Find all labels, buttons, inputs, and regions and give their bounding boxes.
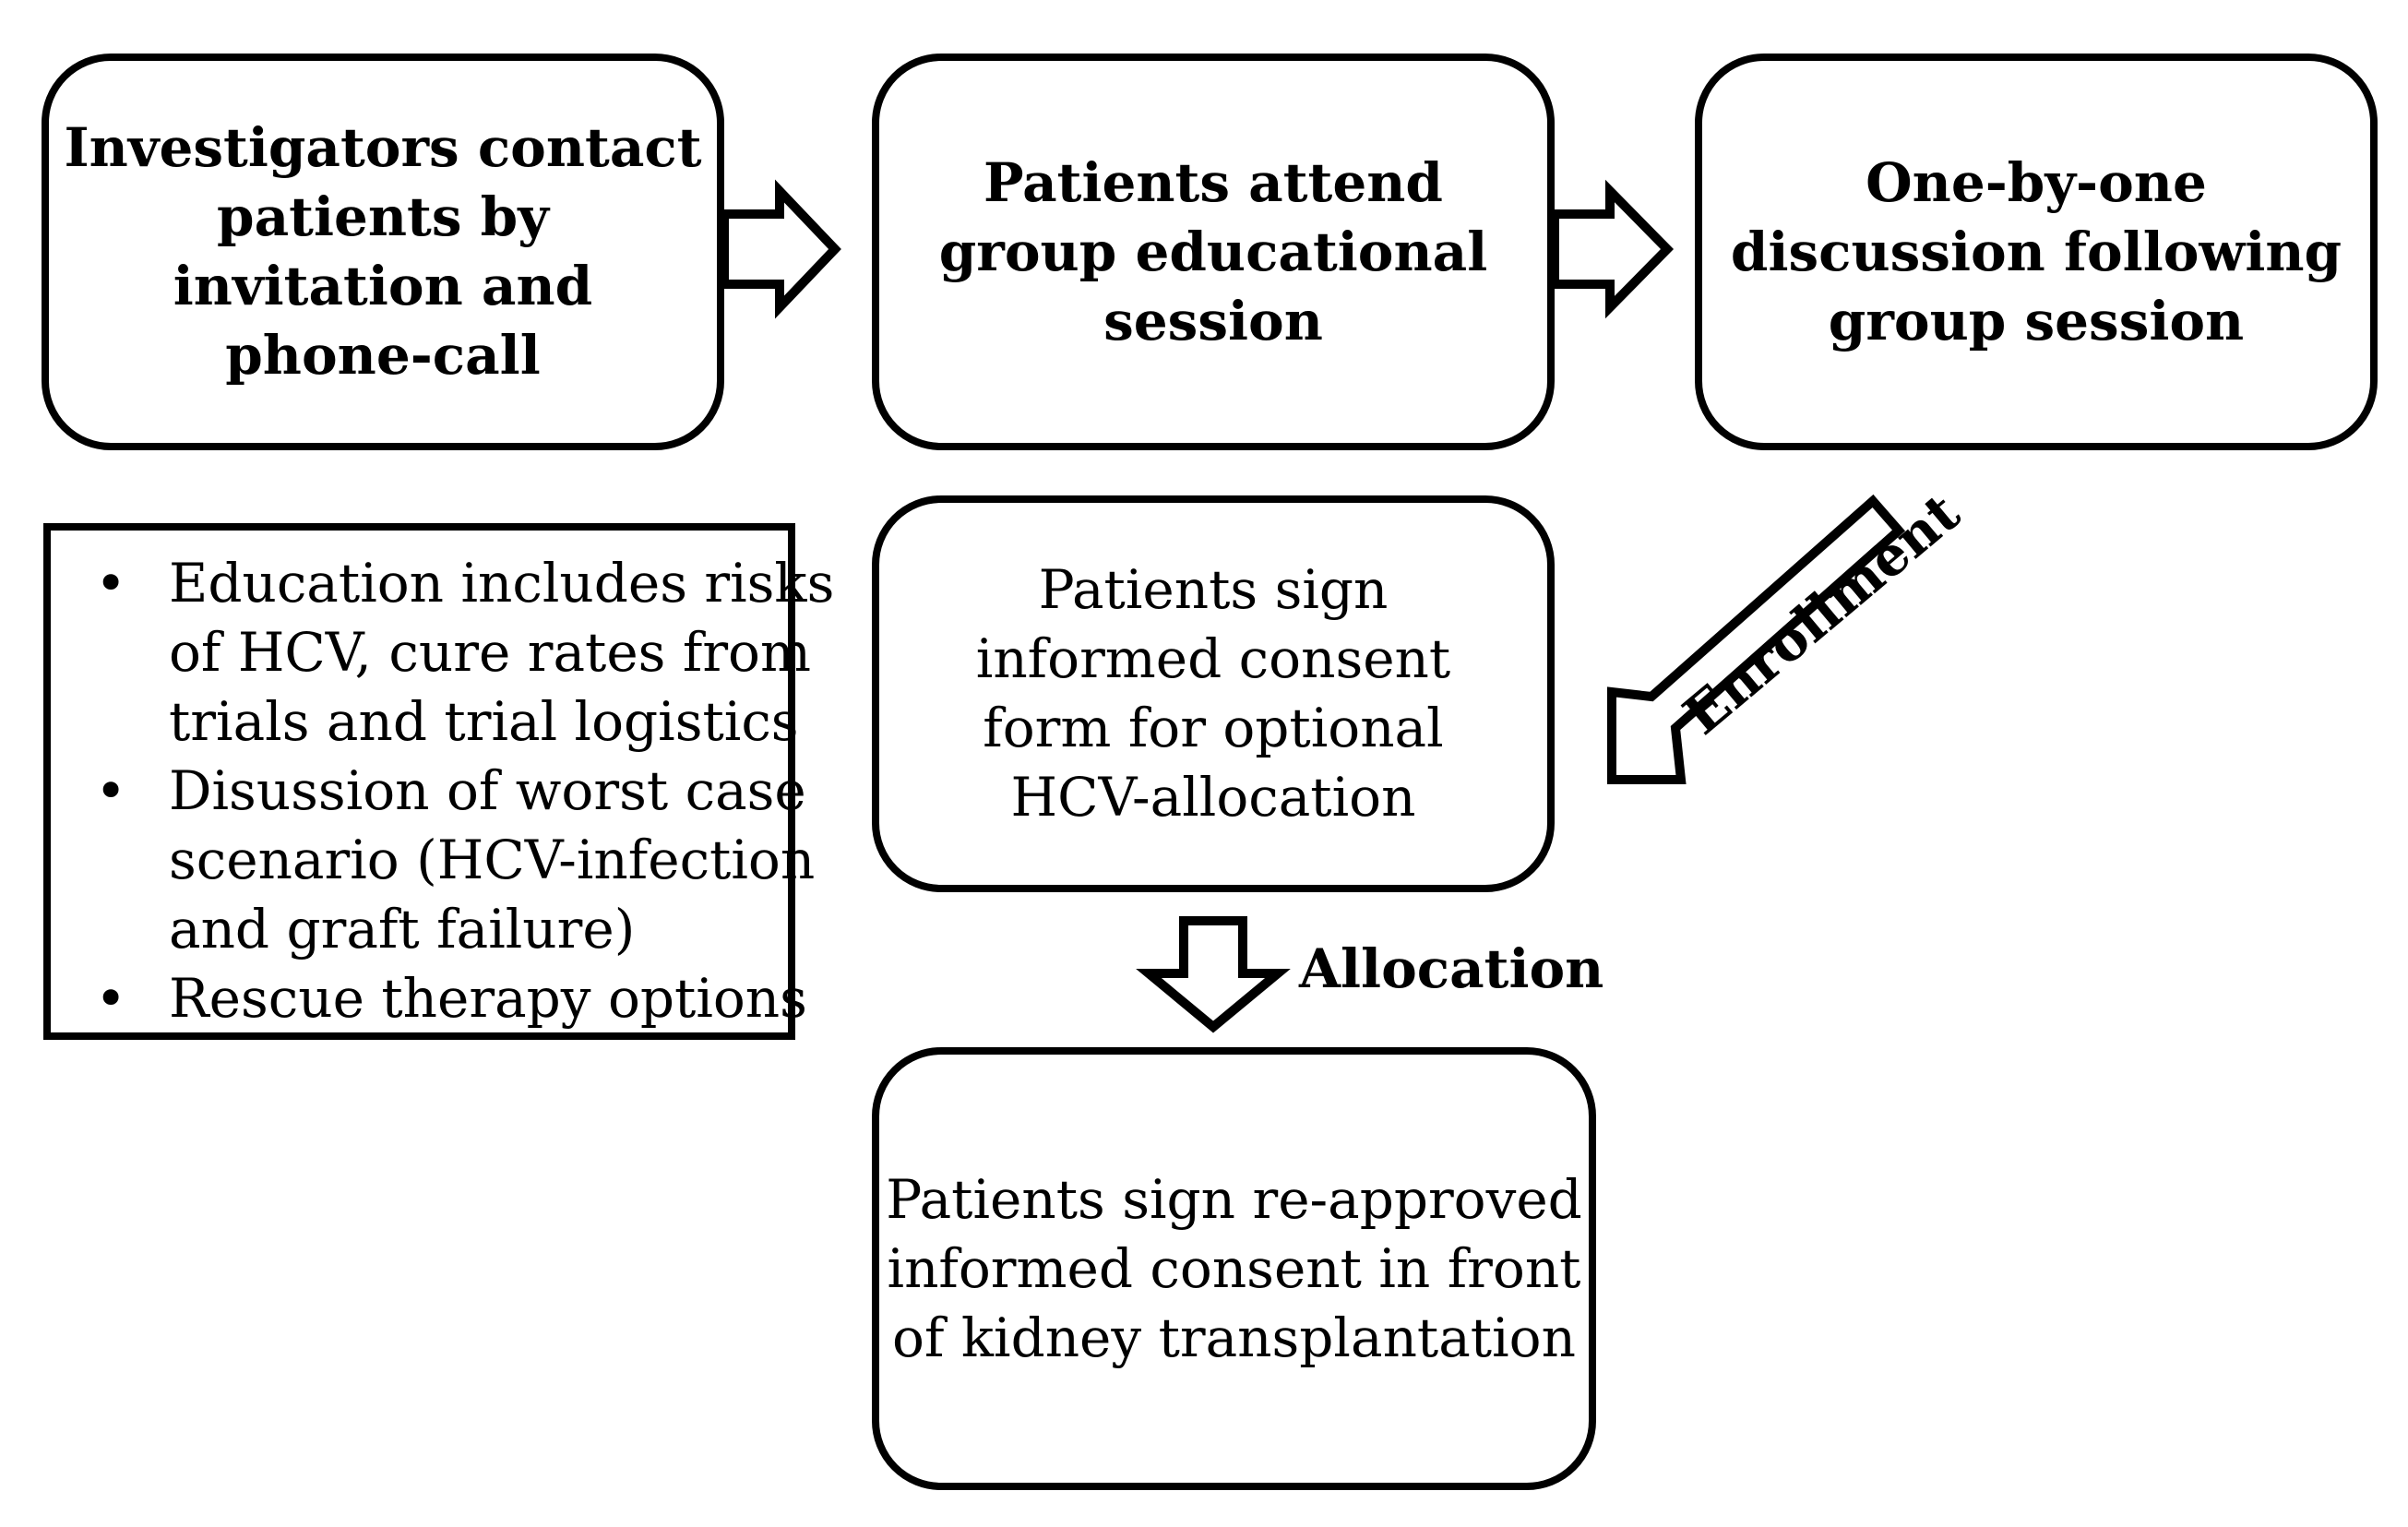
allocation-label: Allocation xyxy=(1299,937,1604,1000)
step-attend-text: Patients attend group educational sessio… xyxy=(939,149,1488,356)
step-attend-box: Patients attend group educational sessio… xyxy=(872,54,1555,450)
step-consent-line: Patients sign xyxy=(1038,558,1389,621)
step-reapproved-line: of kidney transplantation xyxy=(892,1306,1576,1369)
step-consent-line: informed consent xyxy=(975,627,1451,690)
arrow-right-icon xyxy=(1550,179,1675,319)
step-consent-box: Patients sign informed consent form for … xyxy=(872,495,1555,892)
note-item: • Education includes risks of HCV, cure … xyxy=(67,549,835,757)
step-contact-line: invitation and xyxy=(173,255,593,317)
step-discussion-line: One-by-one xyxy=(1866,150,2207,214)
step-attend-line: Patients attend xyxy=(983,150,1443,214)
note-line: Education includes risks xyxy=(169,552,835,614)
step-contact-line: phone-call xyxy=(225,324,541,387)
step-consent-line: HCV-allocation xyxy=(1010,766,1416,829)
step-reapproved-line: Patients sign re-approved xyxy=(886,1167,1582,1231)
education-notes-list: • Education includes risks of HCV, cure … xyxy=(67,549,835,1033)
step-attend-line: session xyxy=(1103,289,1323,352)
arrow-down-icon xyxy=(1136,916,1291,1033)
step-discussion-text: One-by-one discussion following group se… xyxy=(1731,149,2342,356)
step-reapproved-box: Patients sign re-approved informed conse… xyxy=(872,1047,1596,1490)
arrow-right-icon xyxy=(720,179,841,319)
step-discussion-line: discussion following xyxy=(1730,220,2342,283)
step-consent-text: Patients sign informed consent form for … xyxy=(976,555,1450,832)
step-discussion-line: group session xyxy=(1828,289,2245,352)
note-line: scenario (HCV-infection xyxy=(169,829,816,891)
step-contact-box: Investigators contact patients by invita… xyxy=(42,54,724,450)
note-line: Disussion of worst case xyxy=(169,759,806,822)
bullet-icon: • xyxy=(95,967,127,1030)
step-contact-line: Investigators contact xyxy=(64,116,702,179)
note-line: trials and trial logistics xyxy=(169,690,799,753)
education-notes-box: • Education includes risks of HCV, cure … xyxy=(43,523,835,1040)
bullet-icon: • xyxy=(95,759,127,822)
step-discussion-box: One-by-one discussion following group se… xyxy=(1695,54,2378,450)
bullet-icon: • xyxy=(95,552,127,614)
note-item: • Disussion of worst case scenario (HCV-… xyxy=(67,757,816,964)
step-contact-line: patients by xyxy=(217,185,549,248)
enrollment-label: Enrollment xyxy=(1671,481,1972,747)
note-line: and graft failure) xyxy=(169,898,636,960)
step-attend-line: group educational xyxy=(938,220,1488,283)
note-line: Rescue therapy options xyxy=(169,967,807,1030)
note-line: of HCV, cure rates from xyxy=(169,621,811,684)
step-reapproved-line: informed consent in front xyxy=(887,1236,1581,1300)
step-reapproved-text: Patients sign re-approved informed conse… xyxy=(886,1165,1582,1373)
step-contact-text: Investigators contact patients by invita… xyxy=(64,113,701,390)
note-item: • Rescue therapy options xyxy=(67,964,807,1033)
step-consent-line: form for optional xyxy=(983,697,1444,759)
